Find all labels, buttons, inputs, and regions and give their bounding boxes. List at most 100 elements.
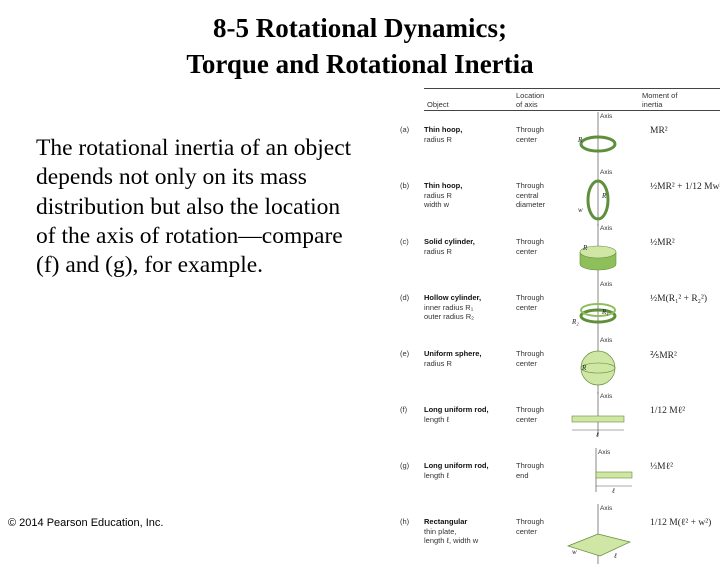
moment-formula: ½M(R₁² + R₂²): [650, 294, 707, 304]
object-description: Long uniform rod,length ℓ: [424, 405, 512, 424]
moment-of-inertia-table: Object Location of axis Moment of inerti…: [392, 88, 720, 564]
object-name: Rectangular: [424, 517, 468, 526]
dimension-label: ℓ: [613, 552, 617, 560]
moment-formula: ½MR²: [650, 238, 675, 248]
object-figure: Axis ℓ: [595, 448, 633, 495]
axis-label: Axis: [600, 281, 613, 288]
dimension-label: w: [578, 206, 583, 214]
object-name: Uniform sphere,: [424, 349, 482, 358]
object-name: Thin hoop,: [424, 125, 463, 134]
axis-location-line: Through: [516, 237, 544, 246]
row-label: (g): [400, 461, 410, 470]
dimension-label: R: [577, 136, 583, 144]
axis-location-line: center: [516, 246, 537, 256]
table-header-rule: [424, 110, 720, 111]
thin-hoop-shape: [586, 179, 610, 221]
sphere-equator: [580, 362, 616, 374]
object-dimension: radius R: [424, 134, 452, 144]
object-description: Solid cylinder,radius R: [424, 237, 512, 256]
thin-plate-shape: [566, 533, 632, 557]
axis-label: Axis: [600, 169, 613, 176]
dimension-label: R₂: [571, 318, 579, 326]
row-label: (c): [400, 237, 409, 246]
object-description: Thin hoop,radius R: [424, 125, 512, 144]
row-label: (f): [400, 405, 408, 414]
axis-label: Axis: [600, 225, 613, 232]
axis-label: Axis: [600, 337, 613, 344]
moment-formula: 1/12 Mℓ²: [650, 406, 686, 416]
moment-formula: ⅖MR²: [650, 351, 677, 361]
cylinder-top: [579, 245, 617, 259]
axis-location-line: Through: [516, 349, 544, 358]
axis-location-line: center: [516, 302, 537, 312]
object-dimension: length ℓ: [424, 414, 449, 424]
moment-formula: ⅓Mℓ²: [650, 462, 673, 472]
axis-label: Axis: [600, 393, 613, 400]
axis-label: Axis: [598, 449, 611, 456]
slide-title-line-1: 8-5 Rotational Dynamics;: [213, 13, 507, 43]
hollow-cylinder-top: [580, 303, 616, 317]
axis-location-line: Through: [516, 517, 544, 526]
axis-location-line: diameter: [516, 200, 546, 209]
object-dimension: radius R: [424, 246, 452, 256]
object-dimension: length ℓ: [424, 470, 449, 480]
row-label: (e): [400, 349, 410, 358]
moment-formula: 1/12 M(ℓ² + w²): [650, 518, 712, 528]
axis-location-line: Through: [516, 181, 544, 190]
axis-location-line: center: [516, 134, 537, 144]
dimension-label: R: [601, 192, 607, 200]
uniform-rod-shape: [595, 471, 633, 479]
object-name: Solid cylinder,: [424, 237, 475, 246]
object-dimension: length ℓ, width w: [424, 536, 479, 545]
header-location-line-2: of axis: [516, 100, 538, 109]
object-dimension: width w: [424, 200, 450, 209]
axis-location-line: Through: [516, 405, 544, 414]
axis-location-line: Through: [516, 461, 544, 470]
header-location: Location of axis: [516, 91, 544, 109]
axis-location-line: center: [516, 526, 537, 536]
table-top-rule: [424, 88, 720, 89]
row-label: (h): [400, 517, 410, 526]
axis-location-line: Through: [516, 125, 544, 134]
dimension-label: ℓ: [611, 487, 615, 495]
axis-location-line: end: [516, 470, 529, 480]
axis-label: Axis: [600, 505, 613, 512]
object-dimension: inner radius R₁: [424, 302, 474, 312]
object-description: Uniform sphere,radius R: [424, 349, 512, 368]
dimension-label: R: [581, 364, 587, 372]
row-label: (b): [400, 181, 410, 190]
header-location-line-1: Location: [516, 91, 545, 100]
row-label: (a): [400, 125, 410, 134]
header-moment-line-2: inertia: [642, 100, 663, 109]
object-dimension: radius R: [424, 190, 452, 200]
axis-location-line: center: [516, 358, 537, 368]
copyright-notice: © 2014 Pearson Education, Inc.: [8, 517, 164, 529]
row-label: (d): [400, 293, 410, 302]
axis-location-line: Through: [516, 293, 544, 302]
axis-location-line: central: [516, 190, 539, 200]
object-name: Thin hoop,: [424, 181, 463, 190]
object-name: Long uniform rod,: [424, 405, 489, 414]
uniform-rod-shape: [571, 415, 625, 423]
object-dimension: outer radius R₂: [424, 312, 475, 321]
